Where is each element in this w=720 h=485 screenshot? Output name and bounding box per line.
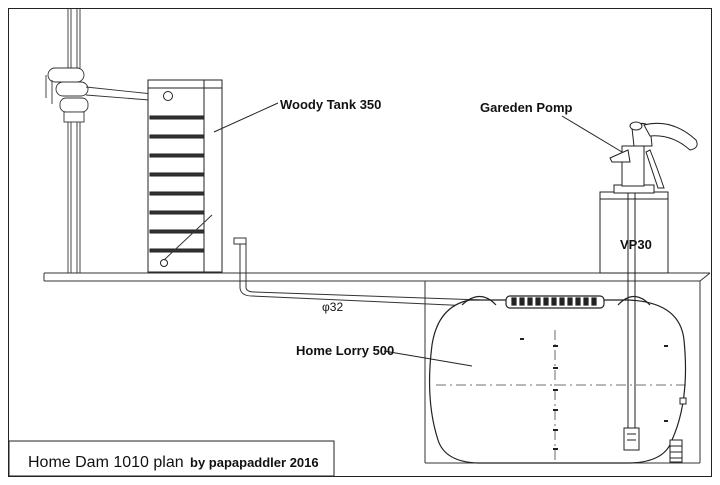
garden-pump-label: Gareden Pomp: [480, 100, 573, 115]
home-lorry-tank: [428, 295, 687, 464]
title-main: Home Dam 1010 plan: [28, 454, 184, 471]
garden-pump: [609, 121, 698, 194]
woody-tank-label: Woody Tank 350: [280, 97, 381, 112]
tank-slats: [149, 115, 205, 253]
tank-inlet: [163, 91, 173, 101]
diagram-border: [8, 8, 712, 477]
title-byline: by papapaddler 2016: [190, 455, 319, 470]
vp30-label: VP30: [620, 237, 652, 252]
tank-outlet: [160, 259, 168, 267]
home-lorry-label: Home Lorry 500: [296, 343, 394, 358]
downpipe: [45, 9, 163, 273]
lorry-marks: [520, 338, 668, 450]
home-lorry-leader: [383, 350, 473, 367]
pump-suction-pipe: [623, 190, 640, 451]
vp30-box: [599, 191, 669, 274]
woody-tank: [147, 79, 223, 273]
lorry-centerlines: [436, 330, 690, 463]
title-box: Home Dam 1010 plan by papapaddler 2016: [8, 440, 335, 477]
garden-pump-leader: [561, 115, 623, 153]
pipe-size-label: φ32: [322, 300, 343, 314]
drain-fitting: [669, 397, 687, 463]
woody-tank-leader: [213, 102, 279, 133]
